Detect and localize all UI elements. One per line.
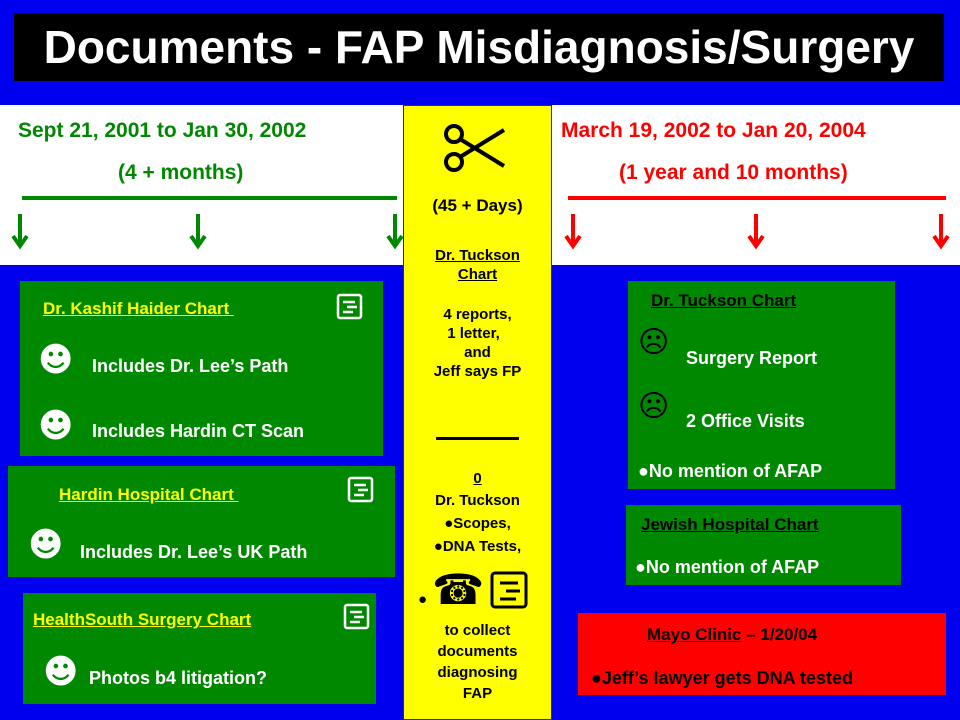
middle-doctor: Dr. Tuckson — [435, 492, 520, 509]
tuckson-note: ●No mention of AFAP — [638, 461, 823, 481]
healthsouth-item: Photos b4 litigation? — [89, 668, 267, 688]
kashif-item: Includes Hardin CT Scan — [92, 421, 305, 441]
smiley-icon: ☻ — [43, 652, 79, 692]
middle-item: ●Scopes, — [444, 515, 511, 532]
middle-collect: to collect documents diagnosing FAP — [404, 620, 551, 704]
right-period-duration: (1 year and 10 months) — [619, 161, 848, 184]
left-period-duration: (4 + months) — [118, 161, 244, 184]
tuckson-chart-link[interactable]: Dr. Tuckson Chart — [651, 291, 797, 310]
down-arrow-icon — [187, 212, 209, 250]
jewish-chart-link[interactable]: Jewish Hospital Chart — [641, 515, 819, 534]
fax-icon — [347, 476, 375, 509]
middle-zero: 0 — [473, 470, 482, 487]
jewish-note: ●No mention of AFAP — [635, 557, 820, 577]
middle-report-line: and — [464, 344, 491, 361]
smiley-icon: ☻ — [38, 340, 74, 380]
hardin-item: Includes Dr. Lee’s UK Path — [80, 542, 308, 562]
frown-icon: ☹ — [638, 389, 670, 424]
tuckson-item: Surgery Report — [686, 348, 818, 368]
right-timeline-line — [568, 196, 946, 200]
middle-divider — [436, 437, 519, 440]
hardin-chart-box: Hardin Hospital Chart ☻ Includes Dr. Lee… — [8, 466, 395, 577]
healthsouth-chart-box: HealthSouth Surgery Chart ☻ Photos b4 li… — [23, 593, 376, 704]
phone-icon: ☎ — [432, 565, 485, 614]
middle-chart-title[interactable]: Dr. Tuckson Chart — [435, 247, 520, 283]
fax-icon — [336, 293, 364, 326]
middle-collect-line: FAP — [462, 685, 493, 702]
healthsouth-chart-link[interactable]: HealthSouth Surgery Chart — [33, 610, 252, 629]
tuckson-item: 2 Office Visits — [686, 411, 805, 431]
middle-collect-line: to collect — [444, 622, 511, 639]
right-period-dates: March 19, 2002 to Jan 20, 2004 — [561, 119, 866, 142]
middle-item: ●DNA Tests, — [433, 538, 522, 555]
middle-collect-line: documents — [437, 643, 518, 660]
down-arrow-icon — [9, 212, 31, 250]
jewish-chart-box: Jewish Hospital Chart ●No mention of AFA… — [626, 505, 901, 585]
mayo-date: – 1/20/04 — [741, 625, 818, 644]
fax-icon — [343, 603, 371, 636]
frown-icon: ☹ — [638, 325, 670, 360]
tuckson-chart-box: Dr. Tuckson Chart ☹ Surgery Report ☹ 2 O… — [628, 281, 895, 489]
mayo-clinic-link[interactable]: Mayo Clinic — [647, 625, 742, 644]
down-arrow-icon — [562, 212, 584, 250]
middle-reports: 4 reports, 1 letter, and Jeff says FP — [404, 305, 551, 381]
kashif-item: Includes Dr. Lee’s Path — [92, 356, 289, 376]
down-arrow-icon — [930, 212, 952, 250]
scissors-icon — [442, 120, 512, 181]
page-title: Documents - FAP Misdiagnosis/Surgery — [14, 13, 944, 81]
down-arrow-icon — [745, 212, 767, 250]
middle-bullet: ● — [418, 591, 428, 608]
hardin-chart-link[interactable]: Hardin Hospital Chart — [59, 485, 239, 504]
kashif-chart-link[interactable]: Dr. Kashif Haider Chart — [43, 299, 234, 318]
down-arrow-icon — [384, 212, 406, 250]
mayo-title: Mayo Clinic – 1/20/04 — [647, 625, 817, 645]
middle-days: (45 + Days) — [432, 196, 523, 215]
fax-icon — [490, 571, 530, 616]
middle-column: (45 + Days) Dr. Tuckson Chart 4 reports,… — [403, 105, 552, 720]
kashif-chart-box: Dr. Kashif Haider Chart ☻ Includes Dr. L… — [20, 281, 383, 456]
middle-collect-line: diagnosing — [437, 664, 518, 681]
middle-report-line: 4 reports, — [443, 306, 512, 323]
smiley-icon: ☻ — [38, 406, 74, 446]
left-period-dates: Sept 21, 2001 to Jan 30, 2002 — [18, 119, 307, 142]
middle-report-line: 1 letter, — [447, 325, 500, 342]
smiley-icon: ☻ — [28, 525, 64, 565]
mayo-clinic-box: Mayo Clinic – 1/20/04 ●Jeff’s lawyer get… — [578, 613, 946, 695]
left-timeline-line — [22, 196, 397, 200]
mayo-note: ●Jeff’s lawyer gets DNA tested — [591, 668, 853, 688]
middle-report-line: Jeff says FP — [433, 363, 522, 380]
